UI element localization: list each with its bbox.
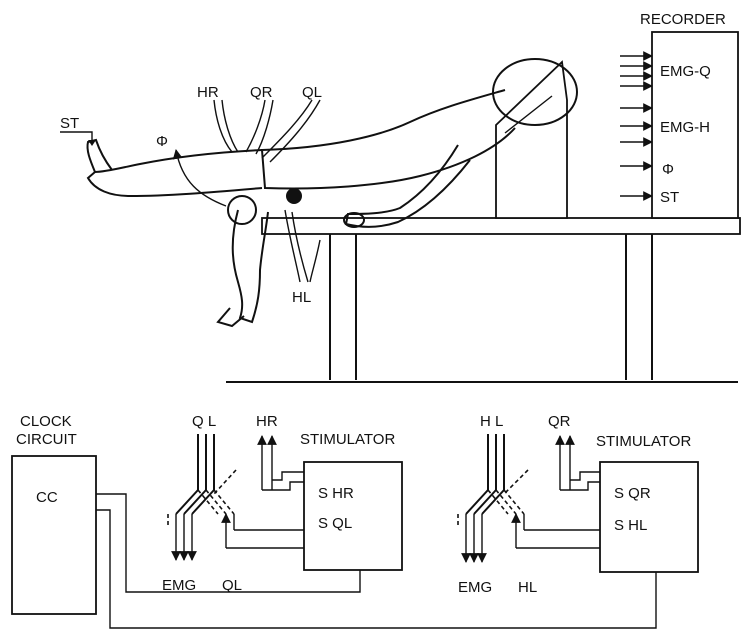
st-label: ST — [60, 115, 79, 132]
clock-title-line1: CLOCK — [20, 413, 72, 430]
clock-circuit: CLOCK CIRCUIT CC — [11, 413, 657, 629]
stimulator-right-bottom-right: HL — [518, 579, 537, 596]
backrest — [495, 60, 568, 219]
stimulator-left-bottom-right: QL — [222, 577, 242, 594]
stimulator-right-row2: S HL — [614, 517, 647, 534]
stimulator-left: STIMULATOR S HR S QL Q L HR EMG QL — [162, 413, 403, 594]
clock-label: CC — [36, 489, 58, 506]
stimulator-right-row1: S QR — [614, 485, 651, 502]
stimulator-right: STIMULATOR S QR S HL H L QR EMG HL — [457, 413, 699, 596]
stimulator-left-row1: S HR — [318, 485, 354, 502]
hr-label: HR — [197, 84, 219, 101]
stimulator-right-top-right: QR — [548, 413, 571, 430]
ql-label: QL — [302, 84, 322, 101]
subject-labels: ST Φ HR QR QL HL — [60, 84, 322, 306]
table — [226, 217, 741, 383]
qr-label: QR — [250, 84, 273, 101]
stimulator-left-top-right: HR — [256, 413, 278, 430]
recorder-channel-st: ST — [660, 189, 679, 206]
stimulator-left-title: STIMULATOR — [300, 431, 395, 448]
recorder-channel-emg-q: EMG-Q — [660, 63, 711, 80]
stimulator-right-top-left: H L — [480, 413, 503, 430]
stimulator-right-title: STIMULATOR — [596, 433, 691, 450]
recorder-title: RECORDER — [640, 11, 726, 28]
hl-label: HL — [292, 289, 311, 306]
recorder: RECORDER EMG-Q EMG-H Φ ST — [620, 11, 739, 219]
stimulator-left-top-left: Q L — [192, 413, 216, 430]
phi-label: Φ — [156, 133, 168, 150]
clock-title-line2: CIRCUIT — [16, 431, 77, 448]
subject-body — [60, 58, 578, 328]
stimulator-left-row2: S QL — [318, 515, 352, 532]
recorder-channel-phi: Φ — [662, 161, 674, 178]
stimulator-right-bottom-left: EMG — [458, 579, 492, 596]
recorder-channel-emg-h: EMG-H — [660, 119, 710, 136]
stimulator-left-bottom-left: EMG — [162, 577, 196, 594]
